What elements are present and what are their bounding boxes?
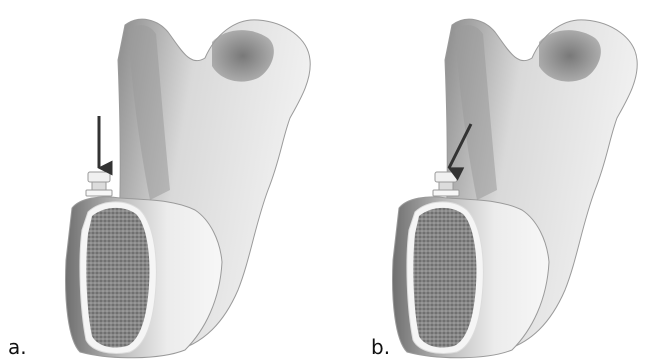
panel-a: a.: [0, 0, 320, 361]
cancellous-section: [86, 208, 149, 348]
panel-label-b: b.: [371, 335, 390, 359]
cancellous-section: [413, 208, 476, 348]
mandible-model-a: [0, 0, 320, 361]
panel-label-a: a.: [8, 335, 27, 359]
implant: [86, 172, 112, 196]
mandible-model-b: [327, 0, 647, 361]
panel-b: b.: [327, 0, 647, 361]
